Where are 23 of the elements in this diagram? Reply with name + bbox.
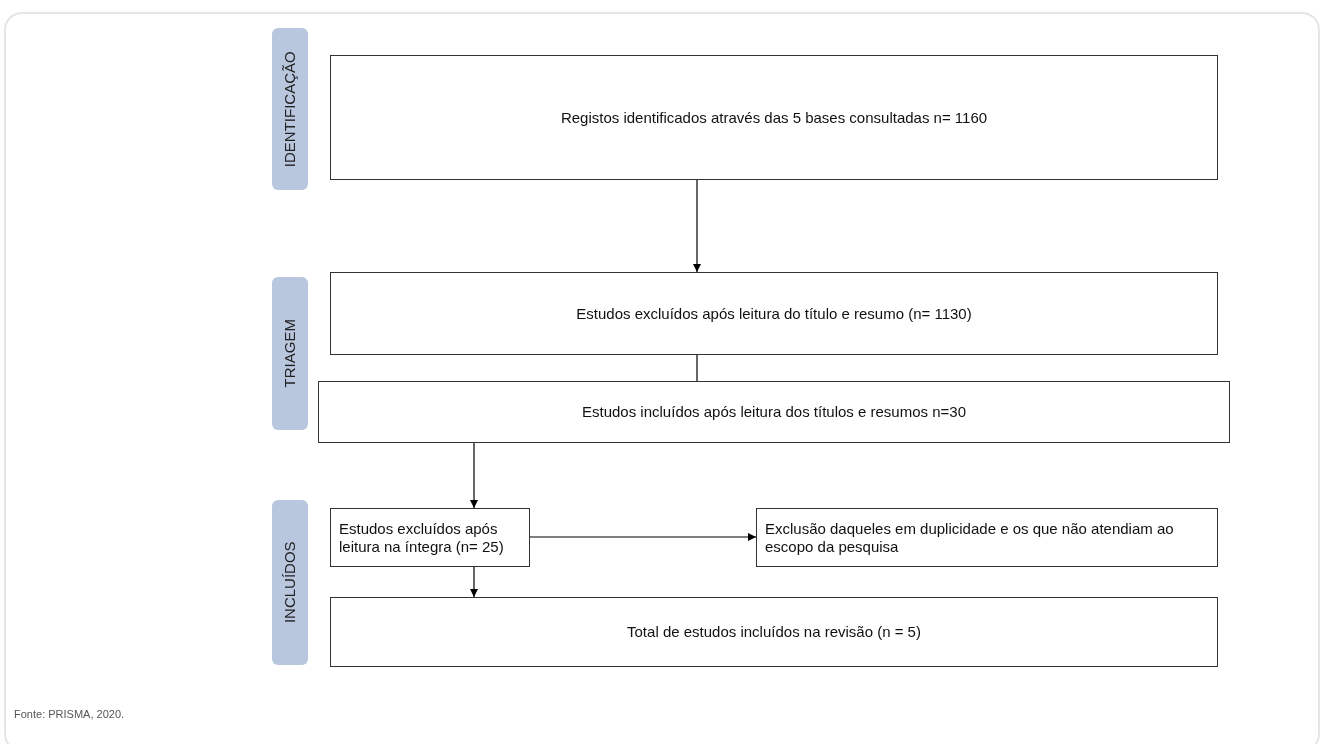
stage-label: INCLUÍDOS <box>279 541 299 624</box>
stage-tab <box>272 28 308 190</box>
box-text: Total de estudos incluídos na revisão (n = 5) <box>627 623 921 641</box>
box-text: Estudos incluídos após leitura dos títulos e resumos n=30 <box>582 403 966 421</box>
box-text: Registos identificados através das 5 bases consultadas n= 1160 <box>560 108 988 127</box>
process-box <box>318 381 1230 443</box>
process-box <box>756 508 1218 567</box>
source-note: Fonte: PRISMA, 2020. <box>14 707 125 722</box>
process-box <box>330 55 1218 180</box>
box-text: Exclusão daqueles em duplicidade e os que não atendiam ao escopo da pesquisa <box>765 519 1175 556</box>
process-box <box>330 508 530 567</box>
process-box <box>330 597 1218 667</box>
arrow <box>470 566 478 598</box>
stage-tab <box>272 500 308 665</box>
stage-tab <box>272 277 308 430</box>
arrow <box>470 442 478 509</box>
arrow <box>529 533 757 541</box>
box-text: Estudos excluídos após leitura na íntegra (n= 25) <box>339 519 505 556</box>
process-box <box>330 272 1218 355</box>
stage-label: IDENTIFICAÇÃO <box>279 51 299 167</box>
arrow <box>693 179 701 273</box>
stage-label: TRIAGEM <box>279 319 299 388</box>
box-text: Estudos excluídos após leitura do título e resumo (n= 1130) <box>576 304 972 323</box>
